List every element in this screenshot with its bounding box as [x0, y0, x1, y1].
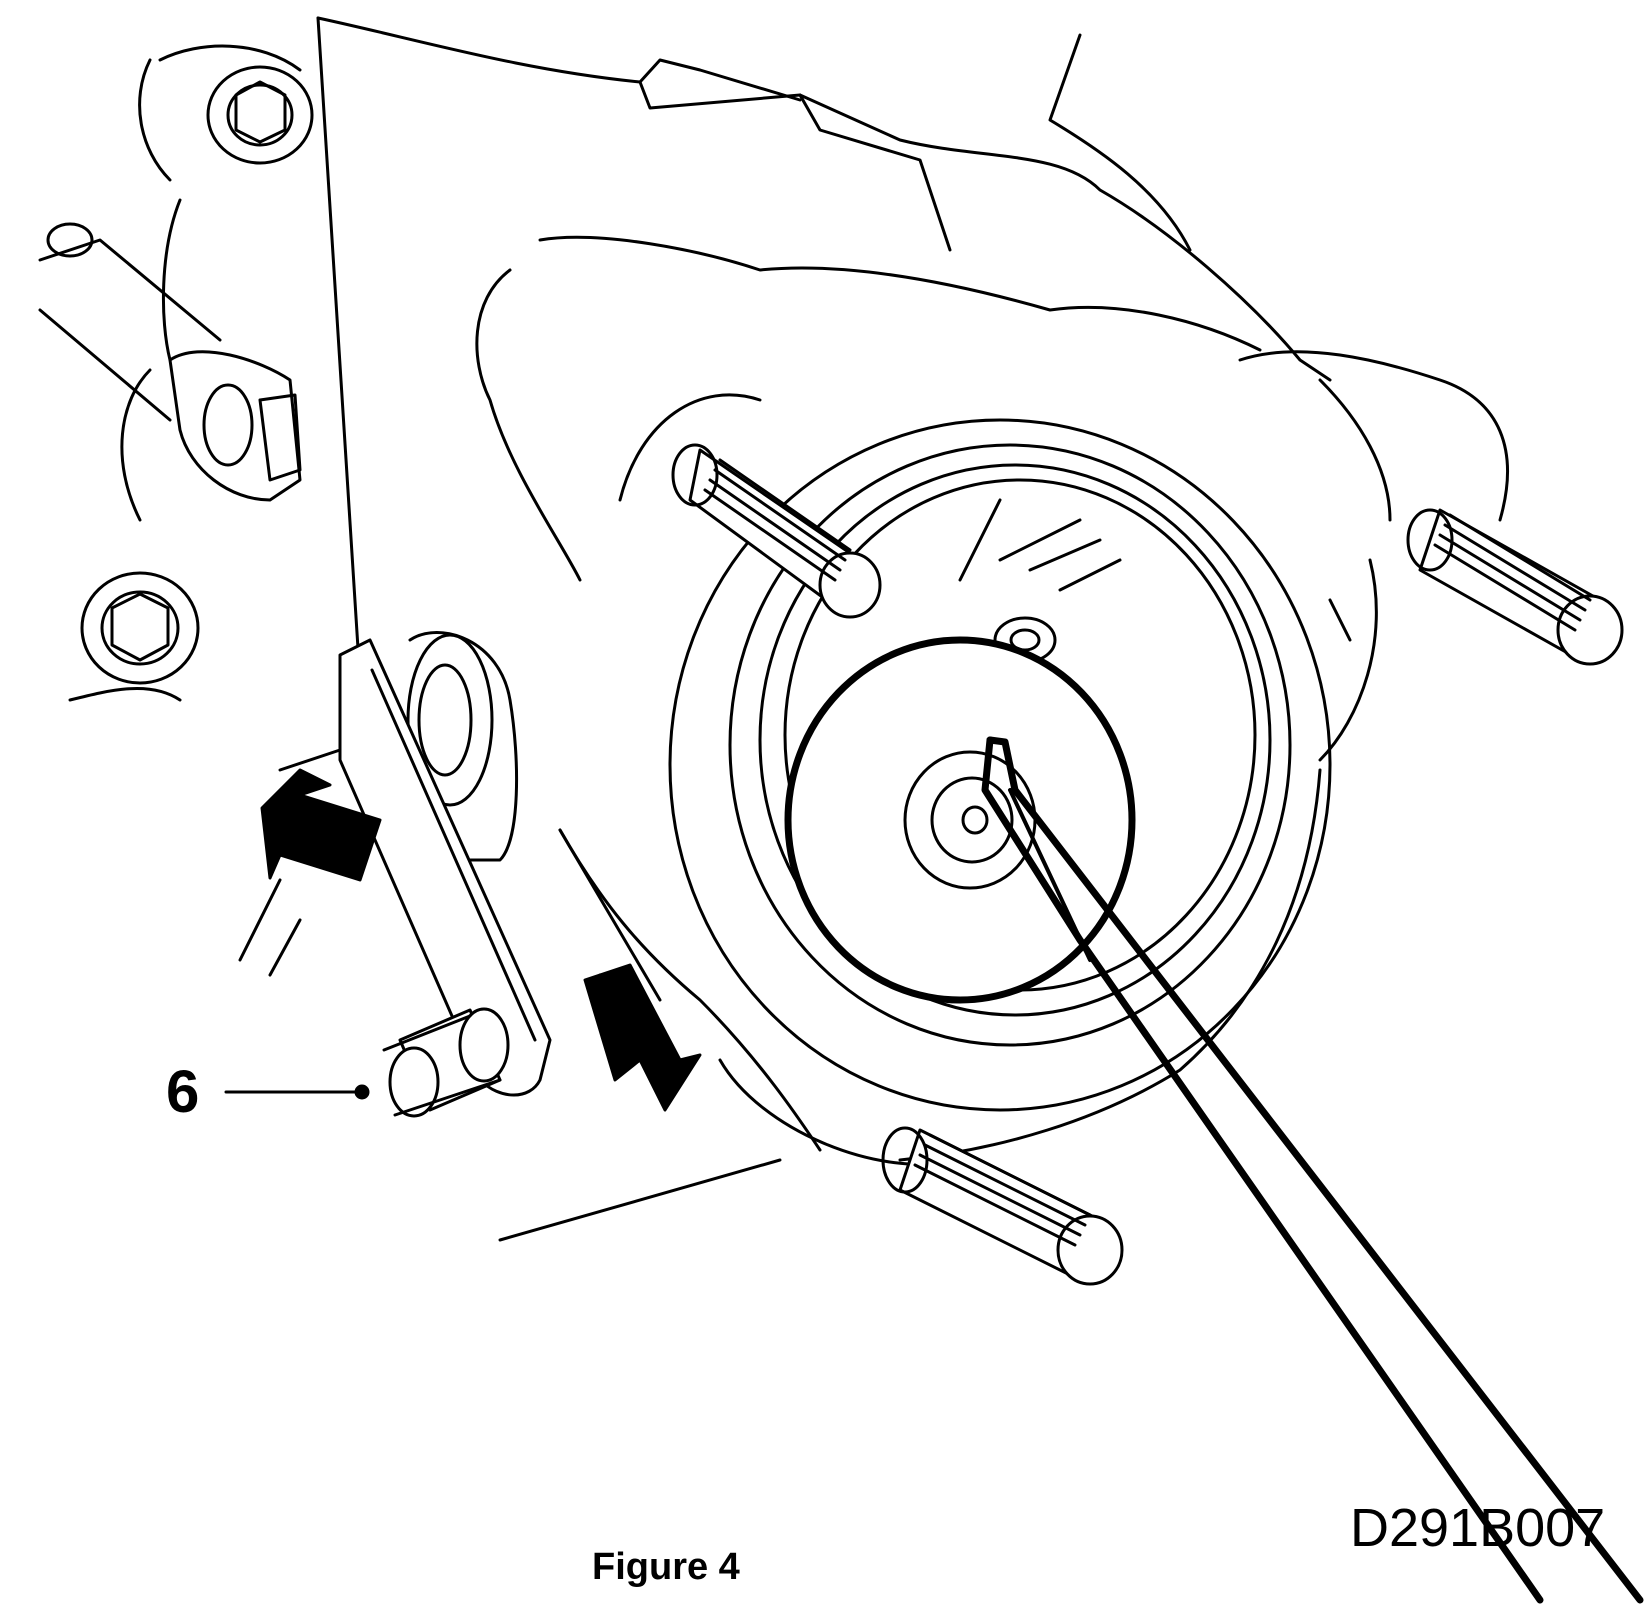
push-arrow-icon	[583, 963, 702, 1112]
housing-outline	[316, 16, 1509, 1242]
stud-top	[671, 443, 882, 619]
pivot-boss	[406, 631, 519, 862]
lower-left-bolt	[68, 571, 200, 702]
callout-number: 6	[166, 1058, 200, 1125]
upper-left-bolt	[138, 44, 314, 182]
figure-caption: Figure 4	[592, 1546, 740, 1588]
stud-right	[1406, 508, 1624, 666]
stud-bottom	[881, 1126, 1124, 1286]
callout-leader	[224, 1084, 370, 1100]
push-arrow-icon	[260, 748, 382, 882]
turbine-wheel	[958, 498, 1122, 664]
lever-pin	[382, 1007, 510, 1118]
pipe-fitting	[38, 198, 302, 522]
drawing-id: D291B007	[1350, 1498, 1606, 1558]
screwdriver	[981, 736, 1644, 1604]
wastegate-valve	[784, 636, 1136, 1004]
